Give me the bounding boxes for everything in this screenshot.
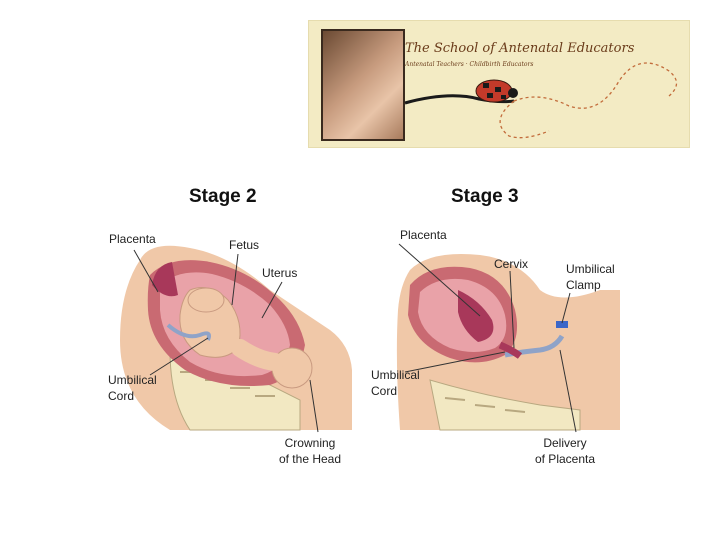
stage-3-placenta-label: Placenta <box>400 227 447 243</box>
stage-2-illustration <box>120 246 352 432</box>
stage-2-crowning-label: Crowning of the Head <box>270 435 350 467</box>
stage-3-delivery-of-placenta-label: Delivery of Placenta <box>525 435 605 467</box>
stage-3-umbilical-clamp-label: Umbilical Clamp <box>566 261 615 293</box>
stage-2-uterus-label: Uterus <box>262 265 297 281</box>
stage-2-placenta-label: Placenta <box>109 231 156 247</box>
stage-3-umbilical-cord-label: Umbilical Cord <box>371 367 420 399</box>
stage-3-cervix-label: Cervix <box>494 256 528 272</box>
stage-2-umbilical-cord-label: Umbilical Cord <box>108 372 157 404</box>
stage-2-fetus-label: Fetus <box>229 237 259 253</box>
